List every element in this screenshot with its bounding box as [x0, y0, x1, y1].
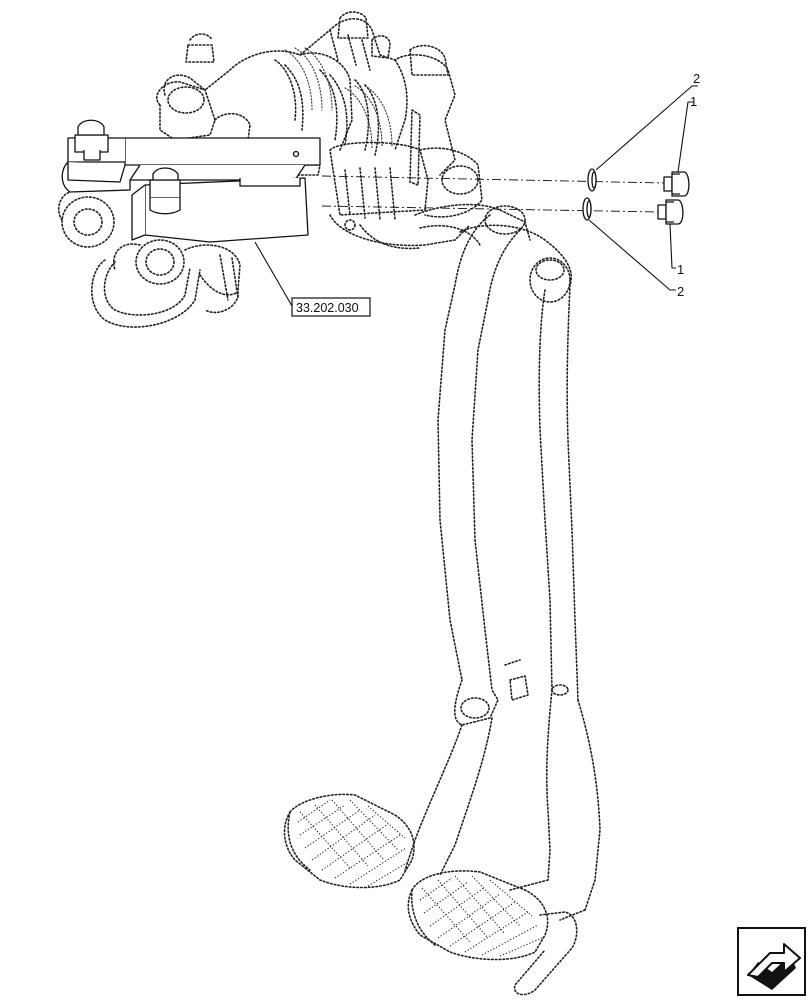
plug-upper	[663, 171, 690, 197]
callout-upper-1: 1	[690, 94, 697, 109]
reference-tag[interactable]: 33.202.030	[254, 241, 371, 317]
next-page-arrow-icon[interactable]	[737, 927, 806, 996]
leader-upper-2	[595, 85, 698, 171]
pedal-pad-right	[407, 870, 578, 996]
leader-lower-2	[588, 219, 676, 291]
reference-label: 33.202.030	[296, 301, 359, 315]
callout-lower-1: 1	[677, 262, 684, 277]
valve-housing-assembly	[156, 11, 483, 250]
mounting-bracket	[58, 119, 321, 248]
callout-upper-2: 2	[693, 71, 700, 86]
seal-ring-lower	[582, 197, 592, 221]
brake-pedal-arm-left	[404, 214, 521, 876]
hose-loops	[91, 239, 241, 328]
centerline-upper	[321, 175, 666, 184]
seal-ring-upper	[587, 168, 597, 192]
pedal-pad-left	[283, 793, 415, 889]
exploded-parts	[321, 85, 698, 291]
brake-pedal-arm-right	[504, 284, 601, 921]
pedal-pivot-shafts	[414, 203, 572, 303]
plug-lower	[657, 199, 684, 225]
callout-lower-2: 2	[677, 284, 684, 299]
leader-upper-1	[677, 101, 694, 173]
leader-lower-1	[669, 223, 676, 269]
centerline-lower	[321, 205, 661, 213]
reference-box[interactable]	[291, 297, 371, 317]
